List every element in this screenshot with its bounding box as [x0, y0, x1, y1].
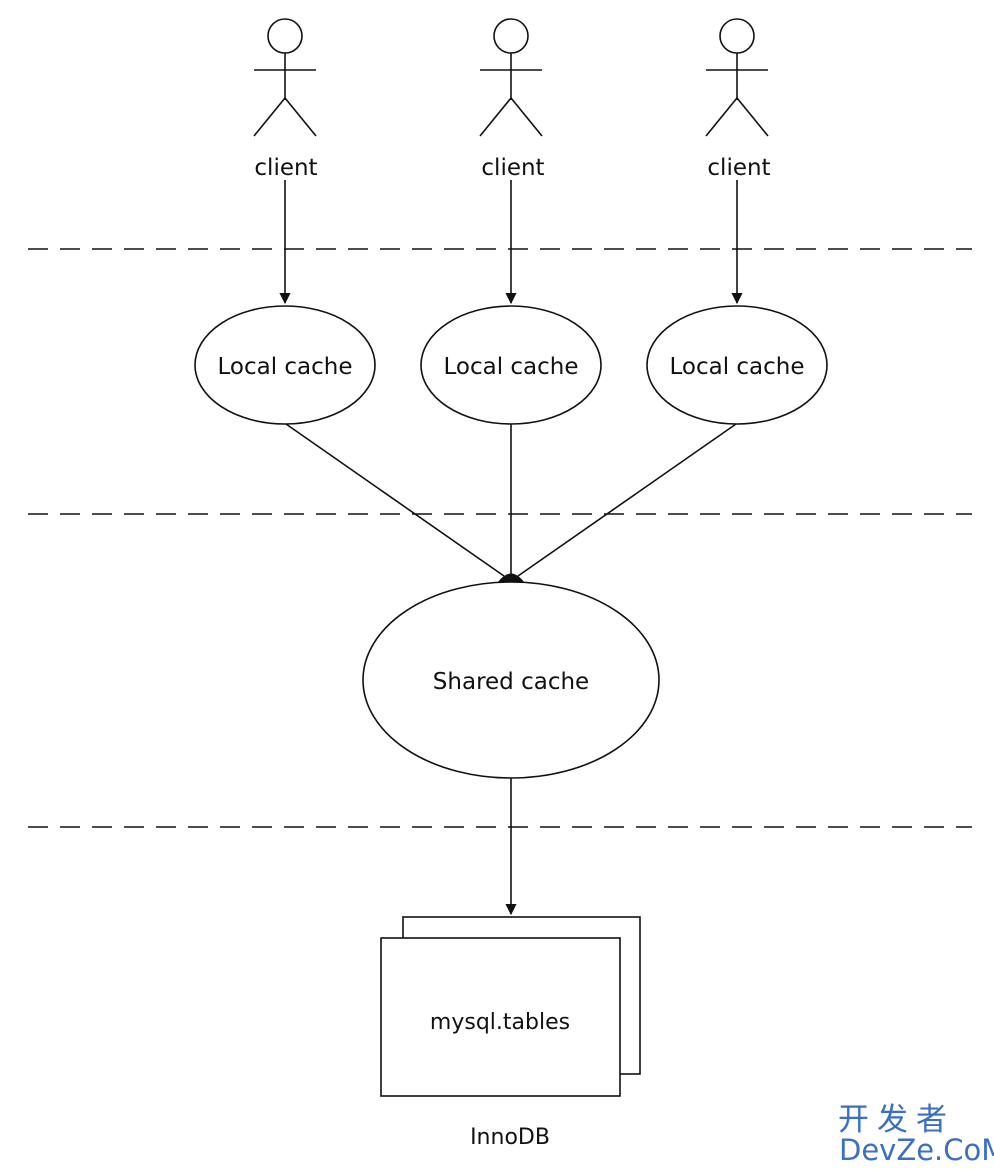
watermark-chinese-text: 开发者 — [838, 1102, 955, 1138]
client-actor-1: client — [253, 18, 318, 181]
actor-right-leg — [284, 97, 317, 137]
local-cache-ellipse — [420, 305, 602, 425]
actor-right-leg — [736, 97, 769, 137]
local-cache-ellipse — [194, 305, 376, 425]
local-cache-2: Local cache — [420, 305, 602, 425]
actor-right-leg — [510, 97, 543, 137]
aggregation-connector — [498, 573, 524, 582]
actor-head — [719, 18, 755, 54]
shared-cache: Shared cache — [362, 581, 660, 779]
client-actor-2: client — [479, 18, 545, 181]
local-cache-label: Local cache — [443, 354, 578, 380]
actor-left-leg — [705, 97, 738, 137]
client-actor-3: client — [705, 18, 771, 181]
local-cache-1-link — [285, 423, 505, 577]
actor-head — [493, 18, 529, 54]
actor-head — [267, 18, 303, 54]
local-cache-3: Local cache — [646, 305, 828, 425]
local-cache-3-link — [517, 423, 737, 577]
site-watermark: 开发者 DevZe.CoM — [838, 1102, 994, 1167]
actor-left-leg — [253, 97, 286, 137]
shared-cache-label: Shared cache — [433, 669, 589, 695]
storage-stack: mysql.tables — [380, 916, 641, 1097]
local-cache-ellipse — [646, 305, 828, 425]
mysql-tables-label: mysql.tables — [430, 1010, 570, 1035]
actor-left-leg — [479, 97, 512, 137]
local-cache-1: Local cache — [194, 305, 376, 425]
local-cache-label: Local cache — [217, 354, 352, 380]
local-cache-label: Local cache — [669, 354, 804, 380]
storage-front-sheet — [380, 937, 621, 1097]
client-label: client — [254, 155, 317, 181]
innodb-label: InnoDB — [470, 1125, 550, 1150]
watermark-site-text: DevZe.CoM — [839, 1133, 994, 1167]
client-label: client — [481, 155, 544, 181]
client-label: client — [707, 155, 770, 181]
